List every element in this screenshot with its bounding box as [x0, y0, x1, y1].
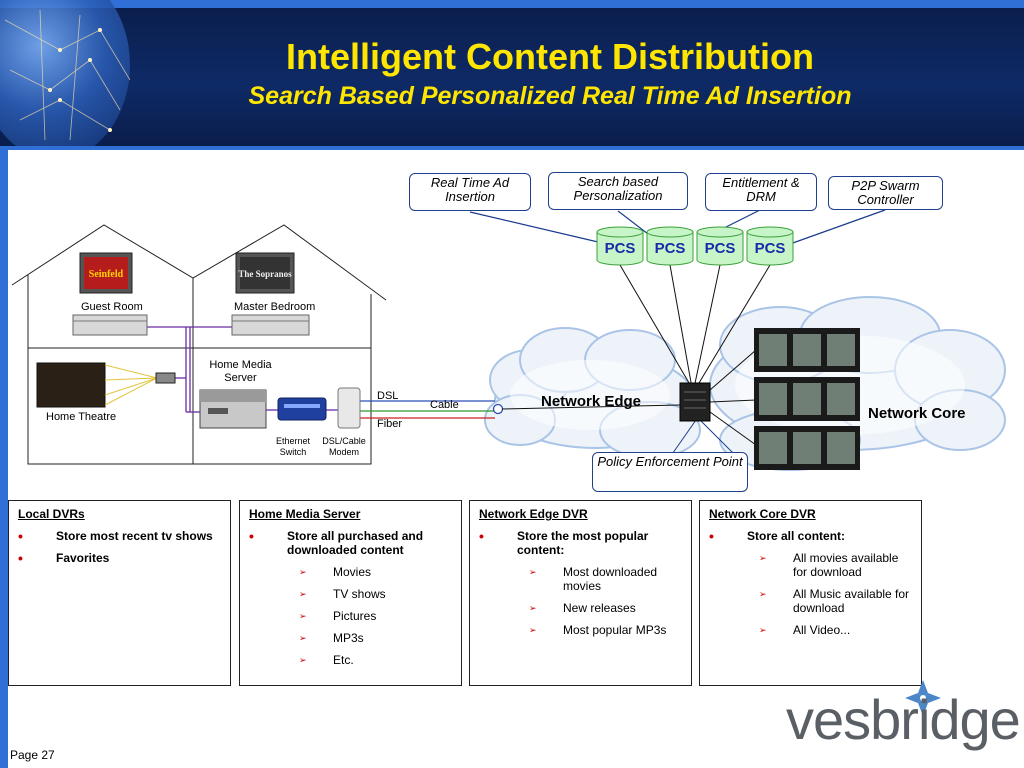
page-number: Page 27: [10, 748, 55, 762]
dsl-label: DSL: [377, 390, 399, 402]
sub-bullet-item: Pictures: [249, 609, 452, 623]
sub-bullet-item: TV shows: [249, 587, 452, 601]
bullet-item: Store all content:: [709, 529, 912, 543]
sub-bullet-item: Most popular MP3s: [479, 623, 682, 637]
home-theatre-label: Home Theatre: [46, 411, 117, 423]
callout-entitlement: Entitlement & DRM: [705, 173, 817, 211]
router-icon: [679, 382, 711, 422]
pcs-database: PCS: [697, 228, 743, 268]
bullet-item: Store all purchased and downloaded conte…: [249, 529, 452, 557]
ethernet-switch-label: Ethernet Switch: [275, 436, 311, 457]
server-rack-icon: [754, 328, 860, 470]
box-title: Network Edge DVR: [479, 507, 588, 521]
vesbridge-logo: vesbridge: [786, 688, 1021, 751]
globe-network-lines: [4, 9, 131, 141]
pcs-database: PCS: [647, 228, 693, 268]
fiber-label: Fiber: [377, 418, 403, 430]
network-core-dvr-box: Network Core DVR Store all content: All …: [699, 500, 922, 686]
pcs-label: PCS: [654, 240, 686, 257]
callout-search-personalization: Search based Personalization: [548, 172, 688, 210]
box-title: Network Core DVR: [709, 507, 816, 521]
cable-label: Cable: [430, 399, 459, 411]
slide-header: Intelligent Content Distribution Search …: [0, 0, 1024, 150]
header-bottom-stripe: [0, 146, 1024, 150]
pcs-label: PCS: [604, 240, 636, 257]
sub-bullet-item: MP3s: [249, 631, 452, 645]
server-icon: [199, 389, 267, 429]
network-core-label: Network Core: [868, 405, 966, 422]
callout-real-time-ad: Real Time Ad Insertion: [409, 173, 531, 211]
bullet-item: Favorites: [18, 551, 221, 565]
master-bedroom-label: Master Bedroom: [234, 301, 316, 313]
dsl-modem-label: DSL/Cable Modem: [322, 436, 366, 457]
database-icon: [596, 226, 794, 266]
home-media-server-label: Home Media Server: [209, 359, 272, 384]
sub-bullet-item: Most downloaded movies: [479, 565, 682, 593]
globe-graphic: [0, 0, 130, 150]
switch-icon: [277, 397, 327, 421]
pcs-label: PCS: [754, 240, 786, 257]
tv-show-title: The Sopranos: [238, 269, 292, 279]
tv-icon: [79, 252, 295, 294]
bullet-item: Store the most popular content:: [479, 529, 682, 557]
box-title: Home Media Server: [249, 507, 361, 521]
pcs-database: PCS: [747, 228, 793, 268]
network-edge-dvr-box: Network Edge DVR Store the most popular …: [469, 500, 692, 686]
bullet-item: Store most recent tv shows: [18, 529, 221, 543]
dvr-icon: [72, 314, 310, 336]
sub-bullet-item: Etc.: [249, 653, 452, 667]
sub-bullet-item: All Video...: [709, 623, 912, 637]
sub-bullet-item: All movies available for download: [709, 551, 912, 579]
slide-title: Intelligent Content Distribution: [286, 36, 814, 77]
slide-subtitle: Search Based Personalized Real Time Ad I…: [248, 82, 852, 110]
home-media-server-box: Home Media Server Store all purchased an…: [239, 500, 462, 686]
distribution-diagram: Seinfeld The Sopranos: [11, 209, 1006, 471]
box-title: Local DVRs: [18, 507, 85, 521]
compass-logo-icon: [905, 680, 941, 716]
projector-icon: [36, 362, 176, 408]
guest-room-label: Guest Room: [81, 301, 143, 313]
sub-bullet-item: New releases: [479, 601, 682, 615]
modem-icon: [337, 387, 361, 429]
house-outline: [11, 224, 387, 465]
left-accent-bar: [0, 150, 8, 768]
header-top-stripe: [0, 0, 1024, 8]
network-edge-label: Network Edge: [541, 393, 642, 410]
tv-show-title: Seinfeld: [89, 269, 124, 280]
callout-p2p-controller: P2P Swarm Controller: [828, 176, 943, 210]
pcs-database: PCS: [597, 228, 643, 268]
pcs-label: PCS: [704, 240, 736, 257]
callout-policy-enforcement: Policy Enforcement Point: [592, 452, 748, 492]
local-dvrs-box: Local DVRs Store most recent tv shows Fa…: [8, 500, 231, 686]
sub-bullet-item: All Music available for download: [709, 587, 912, 615]
sub-bullet-item: Movies: [249, 565, 452, 579]
